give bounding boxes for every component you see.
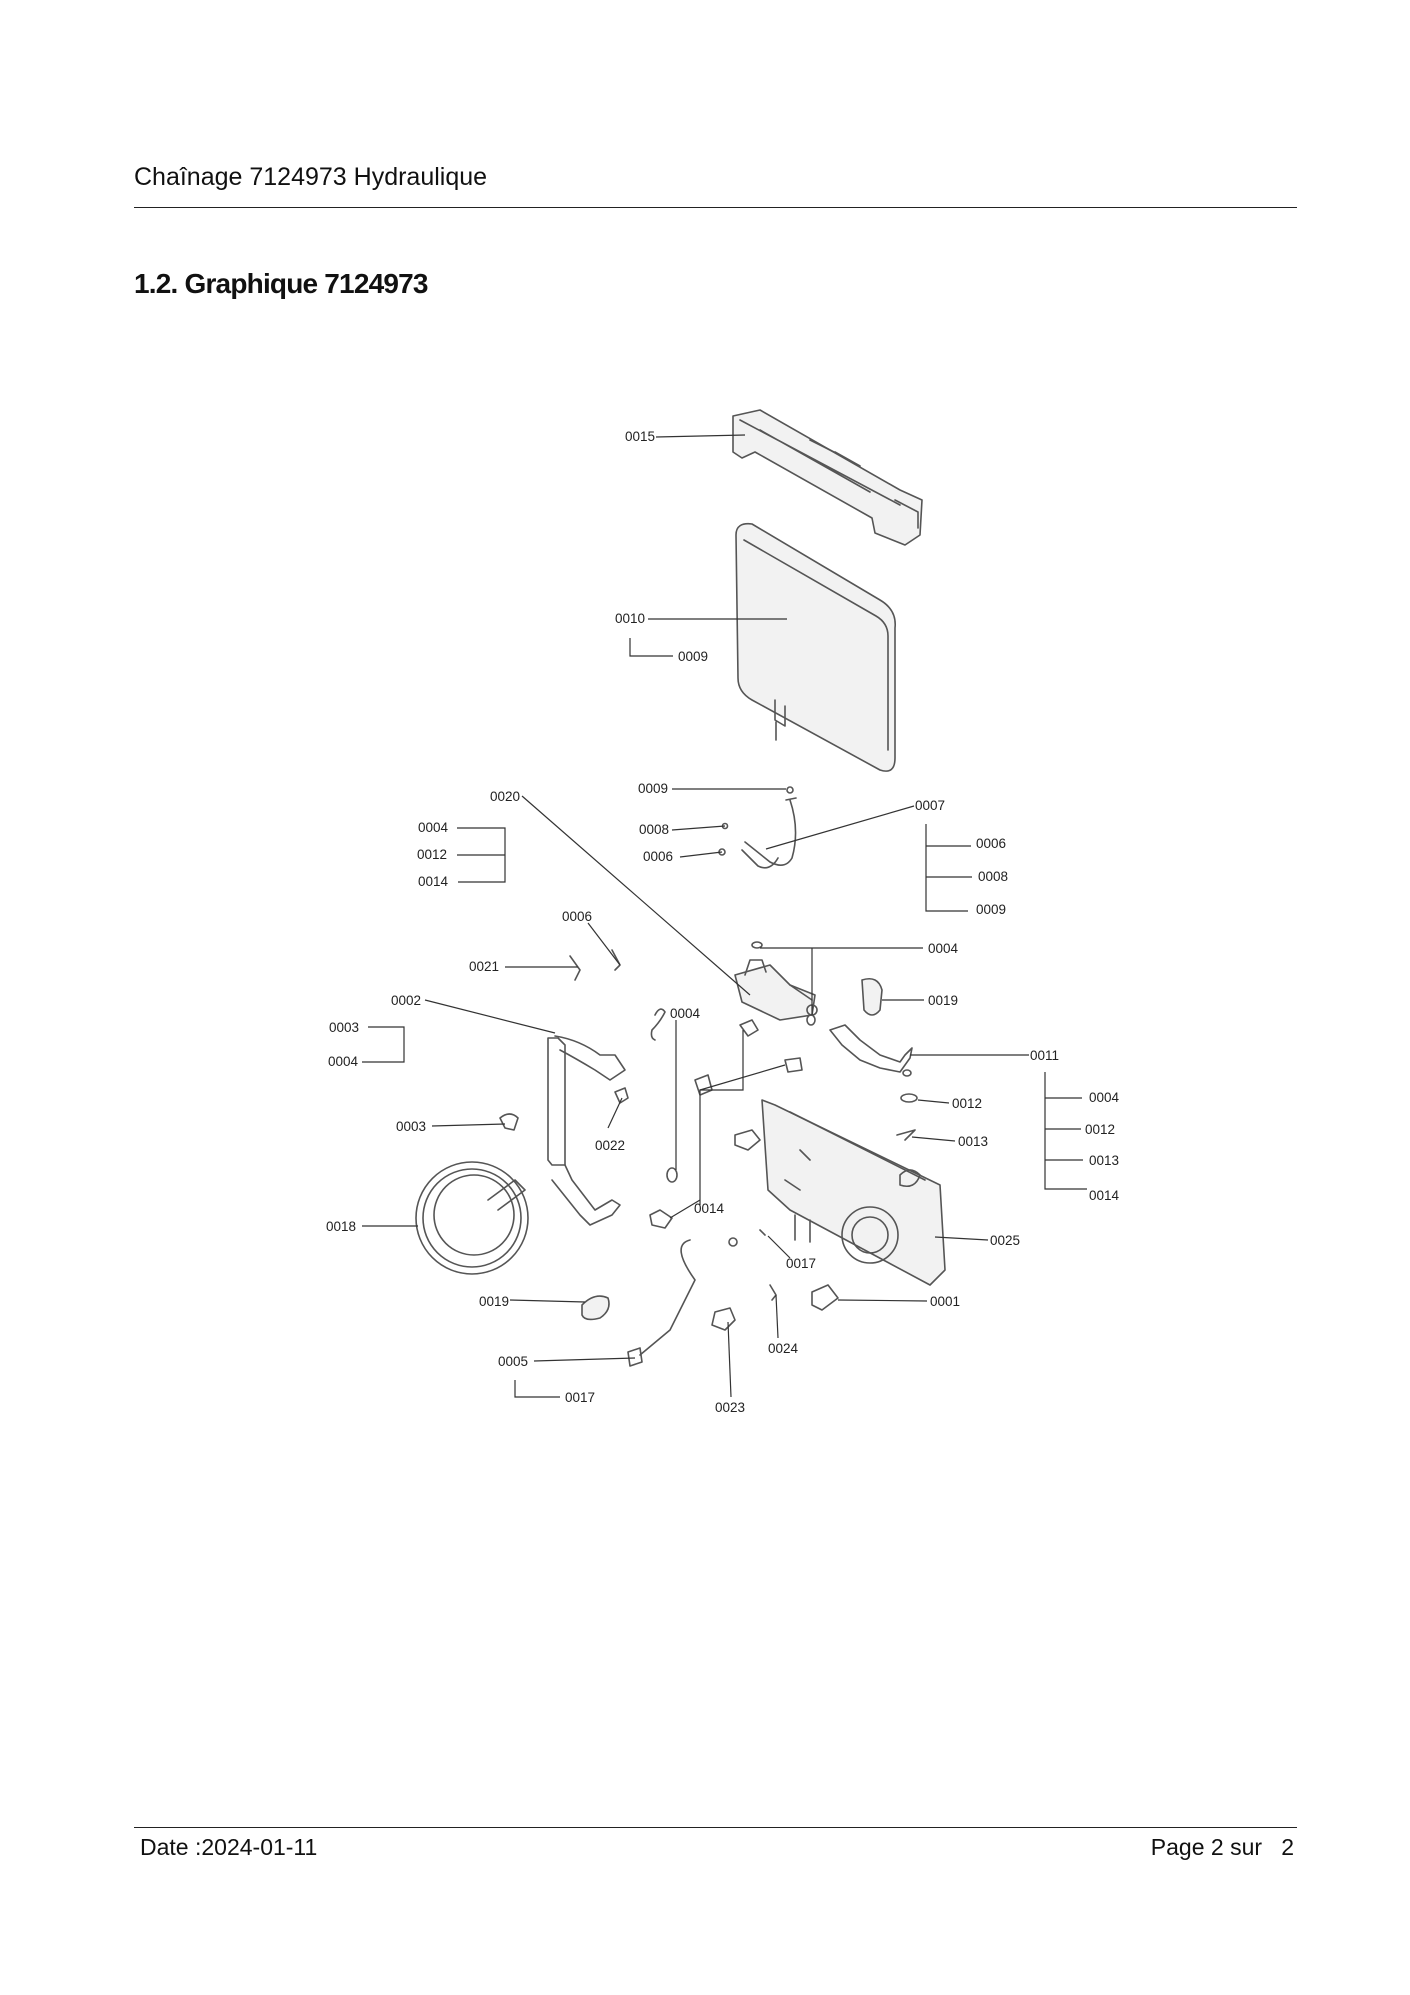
callout-0010: 0010 xyxy=(615,611,645,626)
callout-0009: 0009 xyxy=(678,649,708,664)
callout-0004: 0004 xyxy=(928,941,959,956)
part-0018-coiled-hose xyxy=(415,1161,529,1275)
part-0004-clip-left xyxy=(650,1008,666,1041)
part-0003-clip-left xyxy=(499,1113,519,1131)
callout-0023: 0023 xyxy=(715,1400,745,1415)
footer-date: Date :2024-01-11 xyxy=(140,1834,318,1860)
part-0004-oring-center xyxy=(666,1167,678,1183)
part-0019-gasket-lower xyxy=(581,1295,610,1321)
callout-0024: 0024 xyxy=(768,1341,799,1356)
callout-0001: 0001 xyxy=(930,1294,960,1309)
callout-0019: 0019 xyxy=(479,1294,509,1309)
part-0004-oring-b xyxy=(806,1014,816,1026)
part-0007-hose xyxy=(741,786,797,869)
callout-0009: 0009 xyxy=(638,781,668,796)
callout-0005: 0005 xyxy=(498,1354,528,1369)
callout-0002: 0002 xyxy=(391,993,421,1008)
callout-0020: 0020 xyxy=(490,789,520,804)
leader-lines xyxy=(362,434,1087,1398)
callout-0007: 0007 xyxy=(915,798,945,813)
part-0004-oring-a xyxy=(751,941,763,949)
callout-0022: 0022 xyxy=(595,1138,625,1153)
callout-0011: 0011 xyxy=(1030,1048,1059,1063)
part-0012-oring-right xyxy=(900,1093,918,1103)
part-0010-expansion-vessel xyxy=(735,522,897,772)
part-0002-pipe xyxy=(547,1035,626,1226)
callout-0006: 0006 xyxy=(562,909,592,924)
callout-0012: 0012 xyxy=(952,1096,982,1111)
callout-0019: 0019 xyxy=(928,993,958,1008)
part-0022-clip xyxy=(614,1087,629,1104)
callout-0017: 0017 xyxy=(786,1256,816,1271)
part-0019-gasket-upper xyxy=(861,977,883,1016)
part-0017-pin xyxy=(759,1229,766,1236)
callout-0015: 0015 xyxy=(625,429,655,444)
callout-0008: 0008 xyxy=(639,822,669,837)
callout-0004: 0004 xyxy=(418,820,449,835)
callout-0003: 0003 xyxy=(329,1020,359,1035)
part-0001-connector xyxy=(811,1284,839,1311)
document-header-title: Chaînage 7124973 Hydraulique xyxy=(134,163,488,191)
part-0011-hose-right xyxy=(829,1024,913,1077)
callout-0013: 0013 xyxy=(1089,1153,1119,1168)
part-0025-pump-block xyxy=(734,1099,946,1286)
part-0020-valve-body xyxy=(734,959,818,1021)
callout-0014: 0014 xyxy=(418,874,449,889)
part-0005-sensor-cable xyxy=(627,1237,738,1367)
callout-0018: 0018 xyxy=(326,1219,356,1234)
callout-0021: 0021 xyxy=(469,959,499,974)
callout-0003: 0003 xyxy=(396,1119,426,1134)
callout-0012: 0012 xyxy=(1085,1122,1115,1137)
callout-0006: 0006 xyxy=(643,849,673,864)
part-0023-valve xyxy=(711,1307,736,1331)
part-0015-top-bracket xyxy=(732,409,923,546)
callout-0006: 0006 xyxy=(976,836,1006,851)
callout-0012: 0012 xyxy=(417,847,447,862)
callout-0004: 0004 xyxy=(1089,1090,1120,1105)
callout-0004: 0004 xyxy=(670,1006,701,1021)
callout-0025: 0025 xyxy=(990,1233,1020,1248)
part-0013-clip-right xyxy=(896,1129,916,1141)
callout-0017: 0017 xyxy=(565,1390,595,1405)
callout-0014: 0014 xyxy=(694,1201,725,1216)
footer-divider xyxy=(134,1827,1297,1828)
callout-0014: 0014 xyxy=(1089,1188,1120,1203)
section-heading: 1.2. Graphique 7124973 xyxy=(134,268,428,299)
footer-page-number: Page 2 sur 2 xyxy=(1150,1834,1294,1860)
callout-0013: 0013 xyxy=(958,1134,988,1149)
callout-0004: 0004 xyxy=(328,1054,359,1069)
callout-0008: 0008 xyxy=(978,869,1008,884)
callout-0009: 0009 xyxy=(976,902,1006,917)
part-0024-clip xyxy=(769,1284,777,1301)
callout-labels: 0015 0010 0009 0009 0007 0008 0006 0006 … xyxy=(326,429,1120,1415)
header-divider xyxy=(134,207,1297,208)
